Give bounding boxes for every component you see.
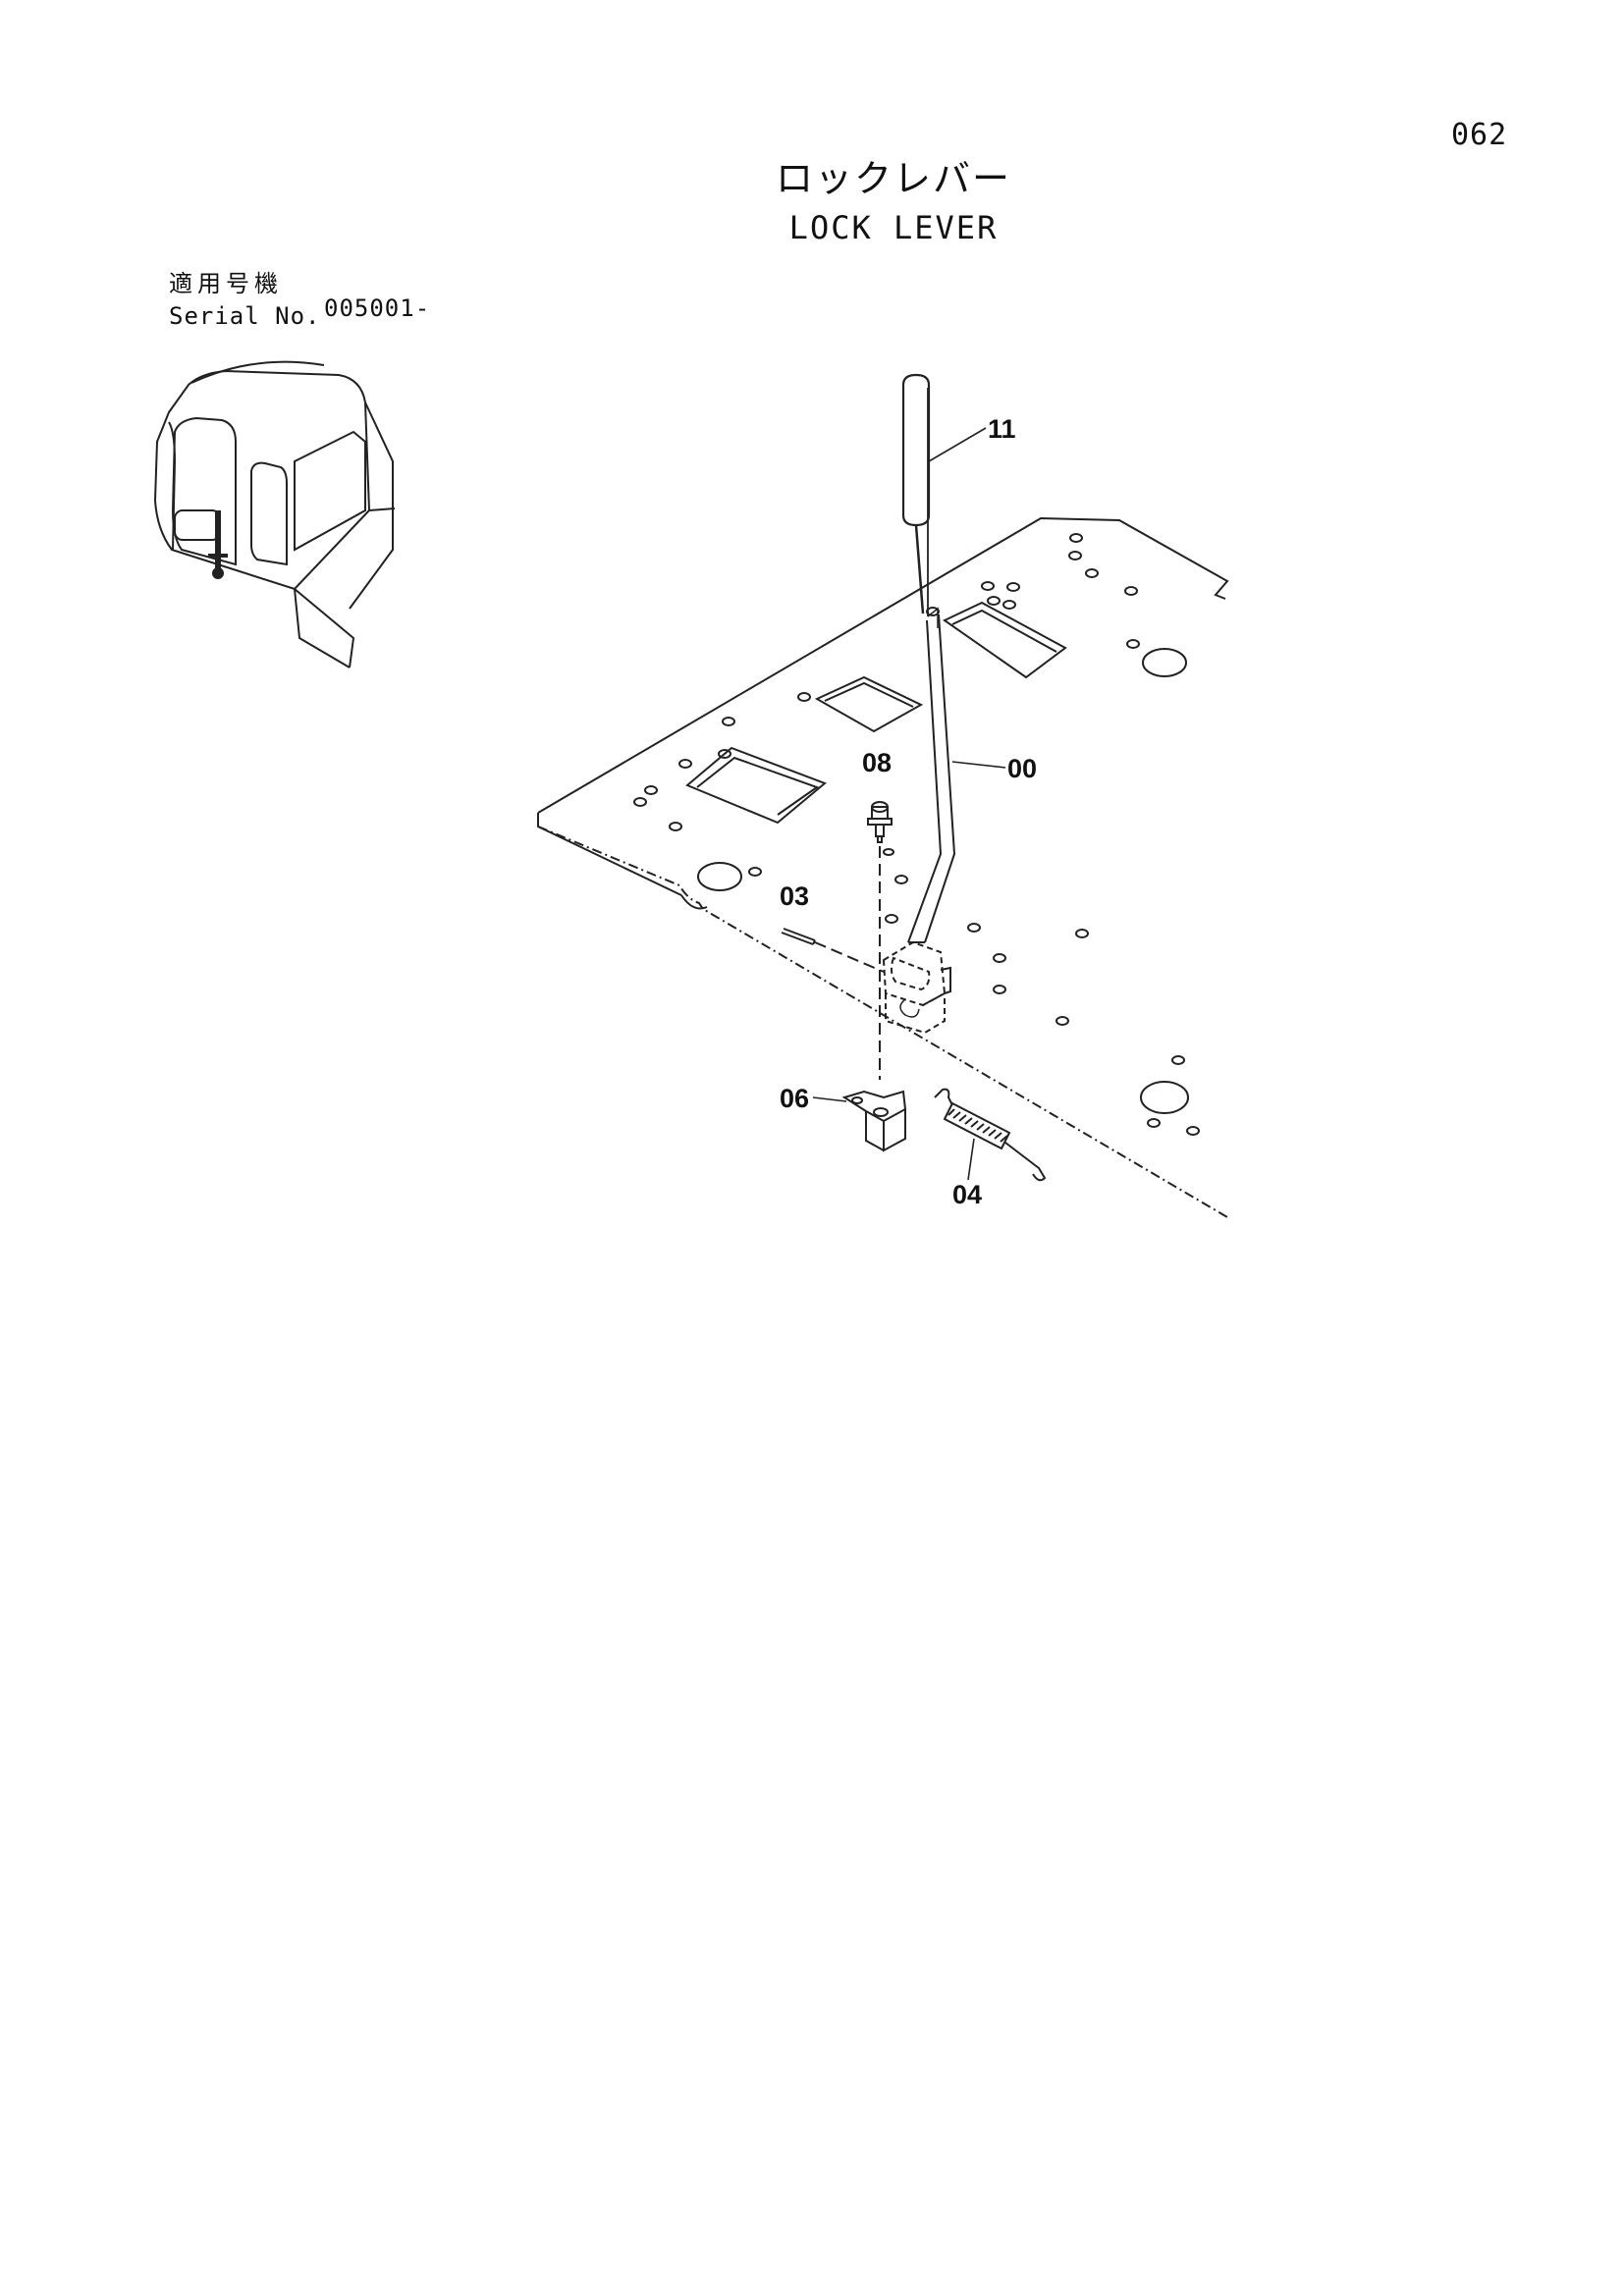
callout-11: 11: [988, 414, 1016, 444]
title-english: LOCK LEVER: [788, 209, 999, 246]
leader-lines: [812, 427, 1006, 1181]
callout-06: 06: [780, 1084, 809, 1113]
floor-plate: [537, 516, 1229, 1218]
serial-label: 適用号機 Serial No.: [169, 267, 321, 332]
callout-04: 04: [952, 1180, 982, 1209]
lock-lever: [882, 388, 956, 1035]
callout-03: 03: [780, 881, 809, 911]
callout-08: 08: [862, 748, 892, 777]
bolt: [867, 801, 893, 1080]
callout-00: 00: [1007, 754, 1037, 783]
cab-location-inset: [153, 360, 396, 668]
lever-grip: [901, 373, 931, 614]
serial-number: 005001-: [324, 294, 431, 322]
serial-label-english: Serial No.: [169, 302, 321, 330]
bracket: [841, 1090, 907, 1152]
spring: [934, 1088, 1047, 1182]
title-block: ロックレバー LOCK LEVER: [550, 155, 1237, 249]
page-number: 062: [1451, 118, 1508, 152]
title-japanese: ロックレバー: [775, 157, 1011, 200]
serial-label-japanese: 適用号機: [169, 270, 283, 297]
pin: [781, 928, 885, 973]
